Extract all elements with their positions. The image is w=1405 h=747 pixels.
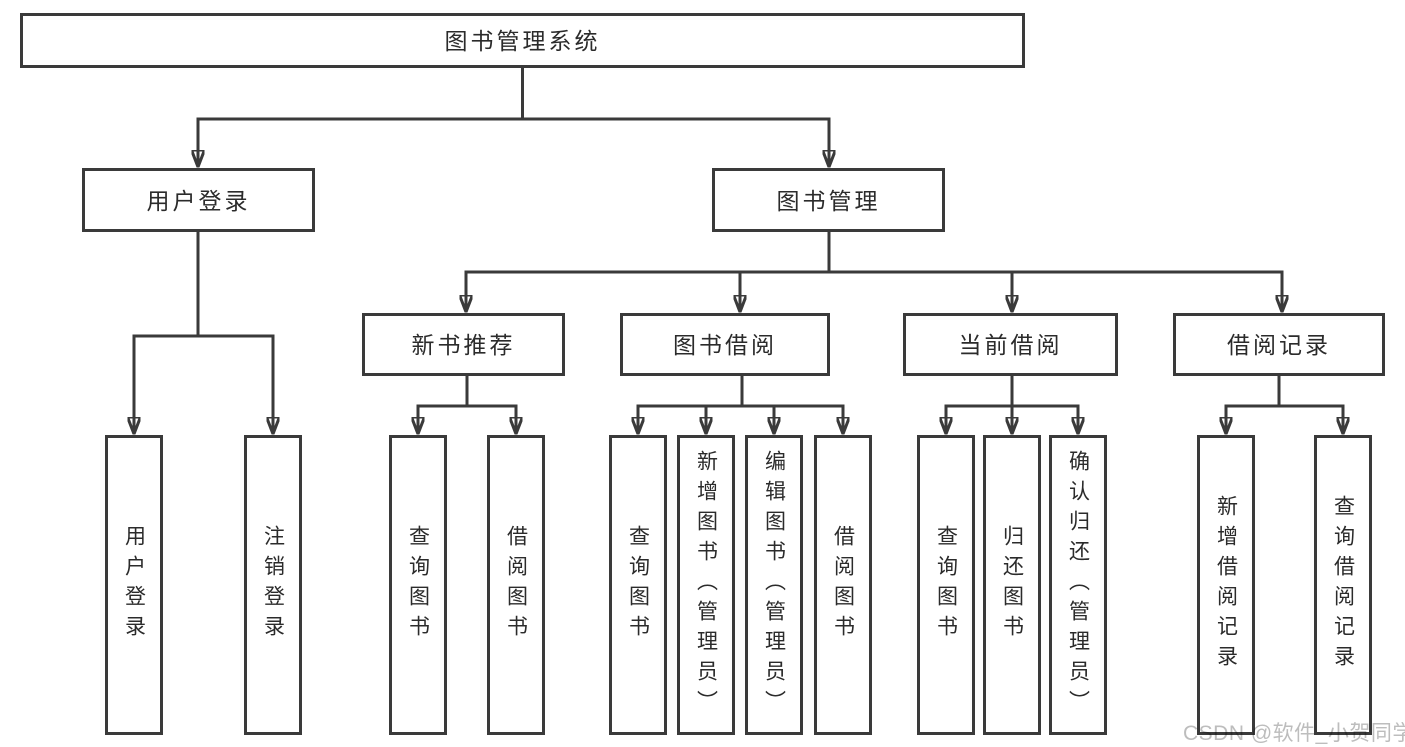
connector-book-borrow-to-leaves (638, 374, 843, 435)
connector-current-borrow-to-leaves (946, 374, 1078, 435)
leaf-borrow-query-books: 查询图书 (609, 435, 667, 735)
leaf-logout: 注销登录 (244, 435, 302, 735)
connector-borrow-records-to-leaves (1226, 374, 1343, 435)
connector-new-books-to-leaves (418, 374, 516, 435)
node-new-book-recommend: 新书推荐 (362, 313, 565, 376)
leaf-borrow-borrow-books: 借阅图书 (814, 435, 872, 735)
leaf-current-confirm-return-admin: 确认归还（管理员） (1049, 435, 1107, 735)
leaf-current-query-books: 查询图书 (917, 435, 975, 735)
leaf-newbooks-query-books: 查询图书 (389, 435, 447, 735)
node-root-library-system: 图书管理系统 (20, 13, 1025, 68)
leaf-records-query-record: 查询借阅记录 (1314, 435, 1372, 735)
node-current-borrow: 当前借阅 (903, 313, 1118, 376)
node-book-management: 图书管理 (712, 168, 945, 232)
node-book-borrow: 图书借阅 (620, 313, 830, 376)
connector-user-login-to-leaves (134, 230, 273, 435)
leaf-current-return-books: 归还图书 (983, 435, 1041, 735)
leaf-user-login: 用户登录 (105, 435, 163, 735)
node-borrow-records: 借阅记录 (1173, 313, 1385, 376)
leaf-borrow-edit-books-admin: 编辑图书（管理员） (745, 435, 803, 735)
leaf-records-add-record: 新增借阅记录 (1197, 435, 1255, 735)
csdn-watermark: CSDN @软件_小贺同学 (1183, 722, 1405, 745)
leaf-borrow-add-books-admin: 新增图书（管理员） (677, 435, 735, 735)
connector-book-mgmt-to-level3 (466, 230, 1282, 313)
connector-root-to-level2 (198, 66, 829, 168)
leaf-newbooks-borrow-books: 借阅图书 (487, 435, 545, 735)
node-user-login: 用户登录 (82, 168, 315, 232)
